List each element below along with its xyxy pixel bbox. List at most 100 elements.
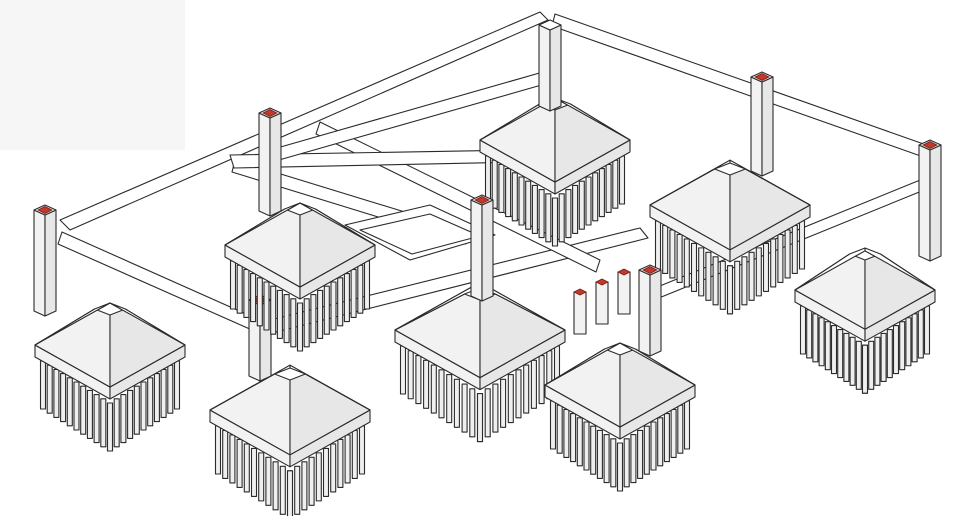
- starter-column: [573, 288, 587, 335]
- pile: [100, 398, 107, 448]
- starter-column-cap: [573, 288, 587, 296]
- pile: [538, 354, 545, 405]
- pile: [46, 364, 53, 414]
- column-right: [649, 269, 662, 357]
- pile: [590, 425, 597, 475]
- pile: [310, 294, 317, 344]
- pile: [229, 260, 237, 310]
- pile: [317, 289, 324, 339]
- column-left: [918, 144, 931, 262]
- starter-column: [595, 278, 609, 325]
- pile: [415, 354, 422, 405]
- pile: [39, 360, 47, 410]
- pile: [598, 168, 605, 218]
- pedestal-back: [554, 97, 631, 141]
- column-right: [761, 76, 774, 177]
- pile: [296, 302, 304, 352]
- pedestal-back-left: [224, 202, 301, 246]
- footing: [394, 194, 566, 443]
- pile: [612, 159, 619, 209]
- pile: [762, 242, 770, 292]
- pile: [243, 443, 250, 493]
- pile: [563, 408, 570, 458]
- column-left: [470, 199, 483, 302]
- pile: [286, 470, 294, 516]
- pile: [523, 364, 530, 414]
- pile: [511, 172, 518, 222]
- pile: [618, 155, 626, 205]
- pile: [610, 438, 617, 488]
- pile: [812, 313, 819, 363]
- pile: [279, 465, 286, 515]
- pile: [603, 434, 610, 484]
- pile: [308, 456, 315, 506]
- pile: [755, 247, 762, 297]
- pile: [556, 404, 563, 454]
- pile: [572, 184, 579, 234]
- pedestal-back-left: [649, 159, 731, 206]
- pile: [256, 277, 263, 327]
- pile: [570, 413, 577, 463]
- pile: [337, 277, 344, 327]
- pile: [676, 233, 683, 283]
- column-top: [538, 19, 562, 31]
- pile: [453, 378, 460, 428]
- pile: [147, 377, 154, 427]
- column-right: [549, 24, 562, 112]
- pile: [623, 438, 630, 488]
- pile: [874, 336, 881, 386]
- pile: [868, 340, 875, 390]
- column-left: [33, 209, 46, 317]
- pile: [258, 452, 265, 502]
- pile: [265, 456, 272, 506]
- starter-column-cap: [595, 278, 609, 286]
- pile: [153, 373, 160, 423]
- pile-group: [654, 220, 806, 315]
- pile: [358, 425, 366, 475]
- pile: [565, 189, 572, 239]
- tie-beams: [57, 11, 936, 333]
- pile: [855, 340, 862, 390]
- pile-group: [549, 400, 691, 492]
- column-cap: [754, 73, 770, 81]
- pile: [53, 368, 60, 418]
- pile: [525, 180, 532, 230]
- column-cap: [642, 266, 658, 274]
- column-cap: [37, 206, 53, 214]
- pile: [407, 350, 414, 400]
- pile: [531, 184, 538, 234]
- pile: [596, 429, 603, 479]
- starter-column-body: [595, 281, 609, 325]
- pile: [818, 317, 825, 367]
- pile: [518, 176, 525, 226]
- pile: [892, 325, 900, 375]
- pile: [270, 285, 277, 335]
- pile-group: [214, 425, 366, 516]
- pile: [719, 260, 726, 310]
- pile: [849, 336, 856, 386]
- pile: [133, 385, 140, 435]
- pile: [791, 224, 798, 275]
- pile: [923, 305, 931, 355]
- pile: [798, 220, 806, 270]
- pile: [799, 305, 807, 355]
- pile-caps: [33, 19, 942, 516]
- pile: [911, 313, 918, 363]
- pile: [830, 325, 838, 375]
- pile: [741, 256, 748, 306]
- footing: [224, 107, 376, 352]
- pile: [469, 388, 476, 438]
- pile: [73, 381, 80, 431]
- pile: [837, 328, 844, 379]
- tie-beam: [59, 11, 549, 231]
- pile: [545, 193, 552, 243]
- pile: [229, 434, 236, 484]
- column-left: [750, 76, 763, 177]
- starter-column-body: [617, 271, 631, 315]
- pile: [690, 242, 698, 292]
- pile: [303, 298, 310, 348]
- column-left: [538, 24, 551, 112]
- pile: [558, 193, 565, 243]
- pile: [430, 364, 437, 414]
